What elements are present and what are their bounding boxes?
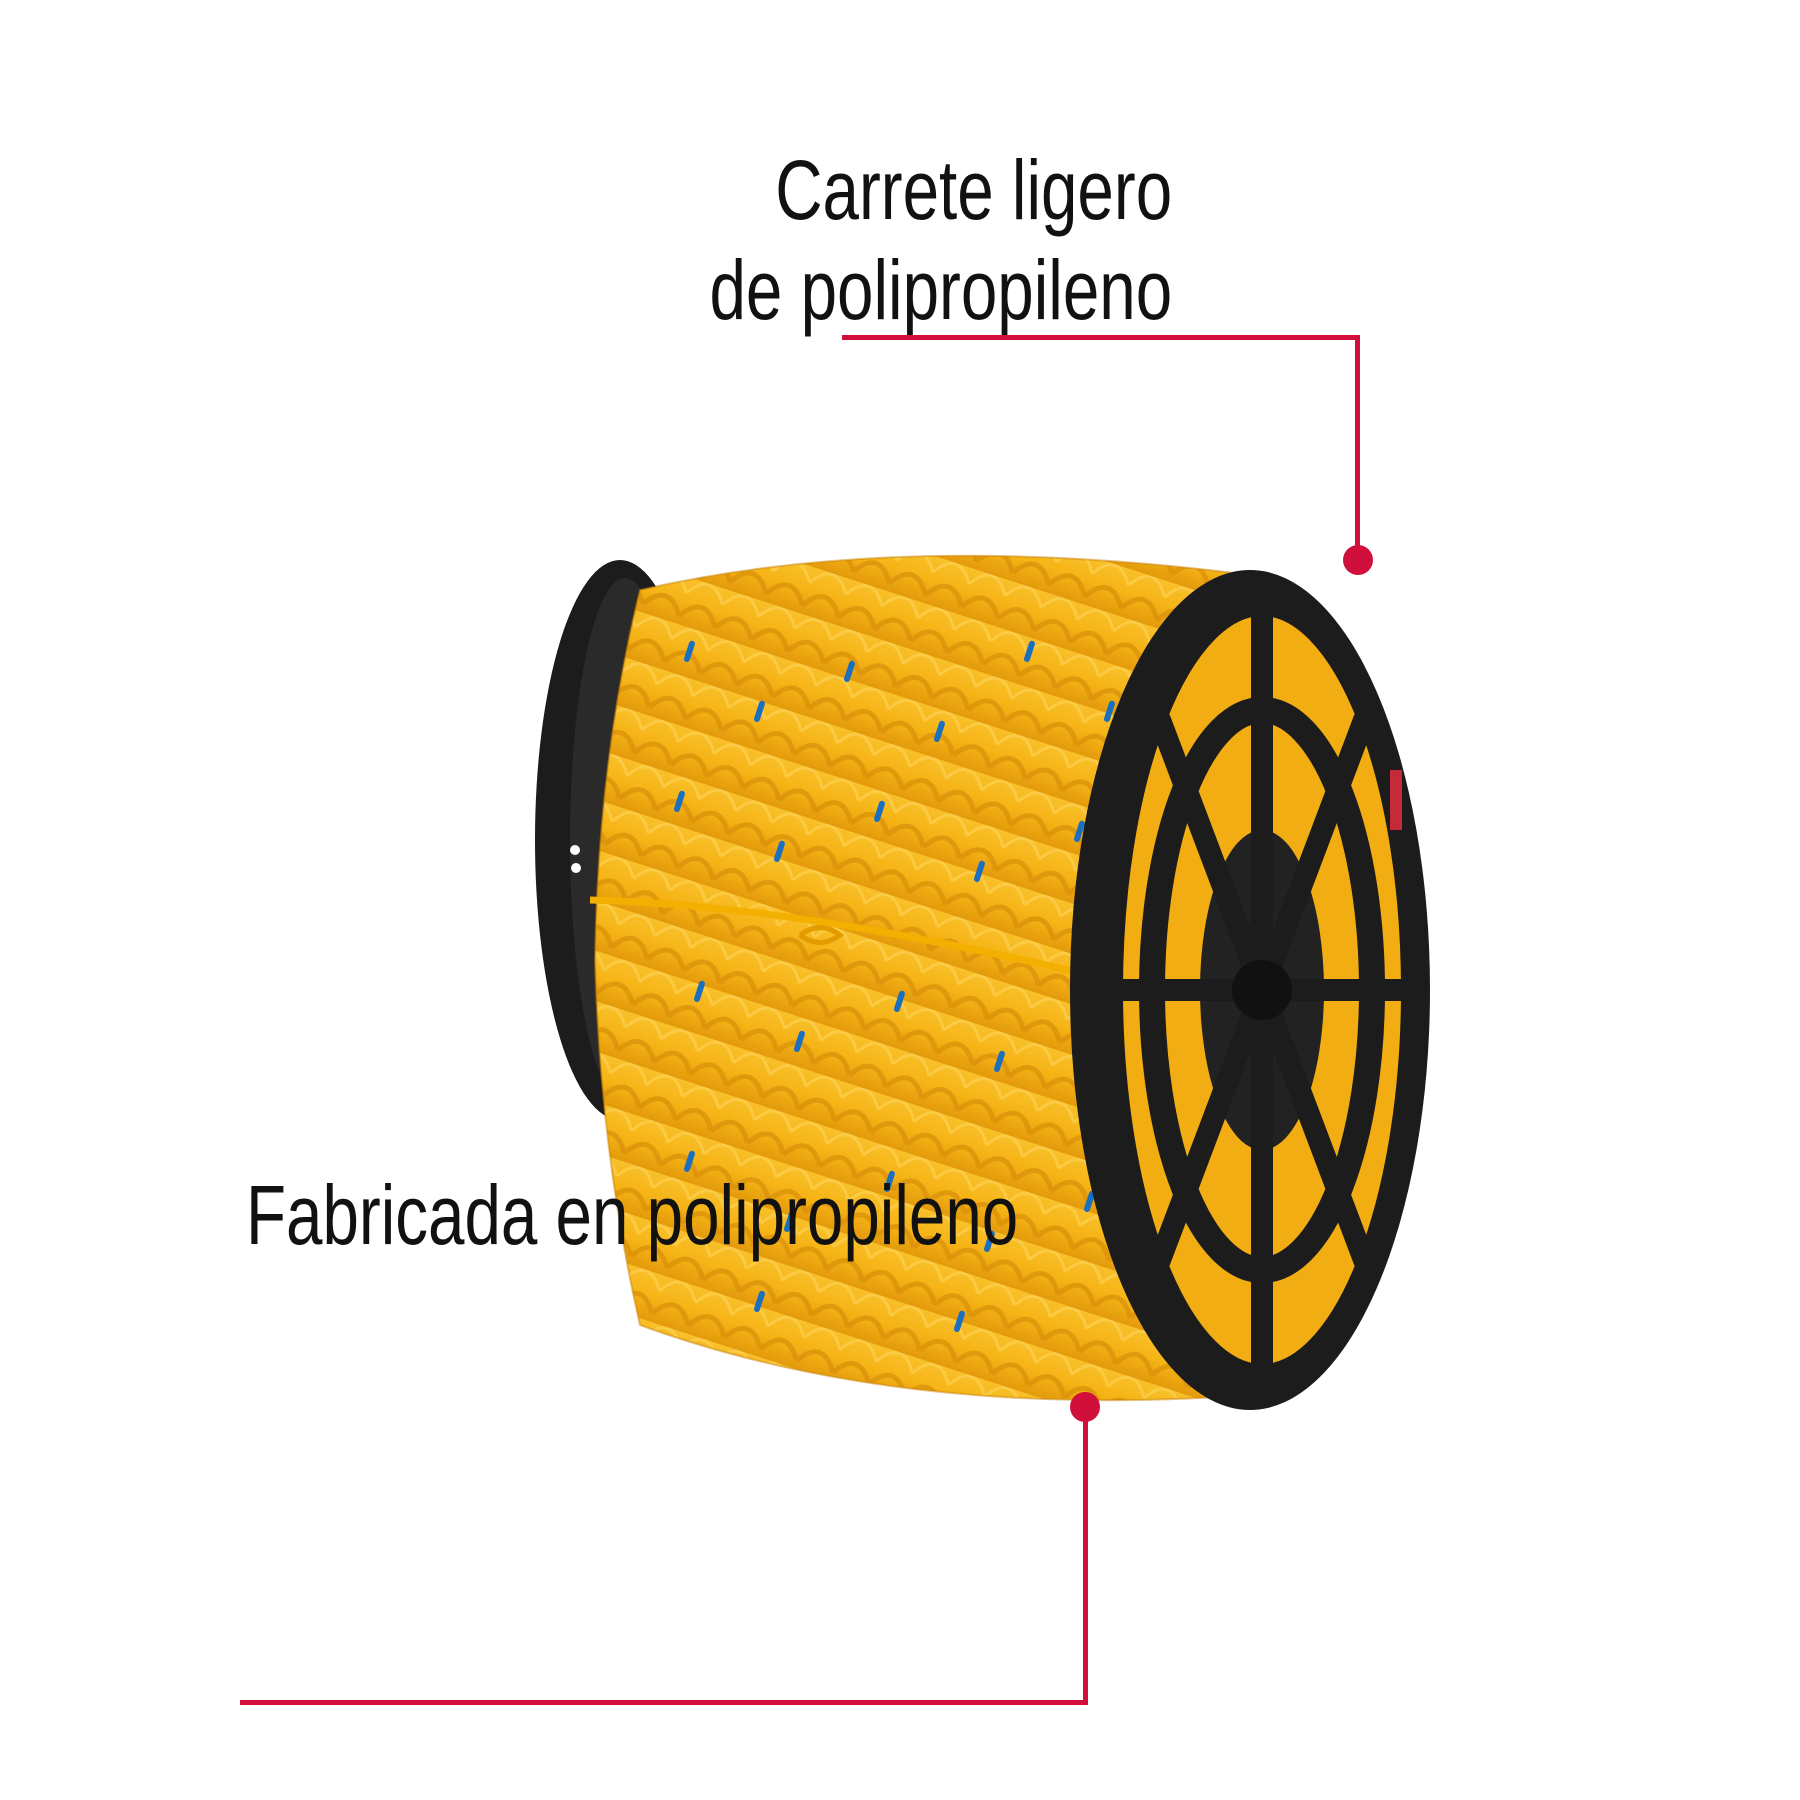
reel-callout-line2: de polipropileno <box>709 243 1172 337</box>
reel-callout-underline <box>842 335 1360 340</box>
rope-callout-leader <box>1083 1405 1088 1705</box>
reel-callout-line1: Carrete ligero <box>775 143 1172 237</box>
front-flange <box>1070 570 1430 1410</box>
rope-callout-underline <box>240 1700 1088 1705</box>
rope-coil <box>589 554 1251 1402</box>
rope-callout-label: Fabricada en polipropileno <box>246 1168 1019 1262</box>
reel-callout-label: Carrete ligero de polipropileno <box>709 140 1172 340</box>
reel-callout-leader <box>1355 335 1360 560</box>
reel-callout-dot <box>1343 545 1373 575</box>
blue-fleck-marks <box>673 640 1115 1332</box>
